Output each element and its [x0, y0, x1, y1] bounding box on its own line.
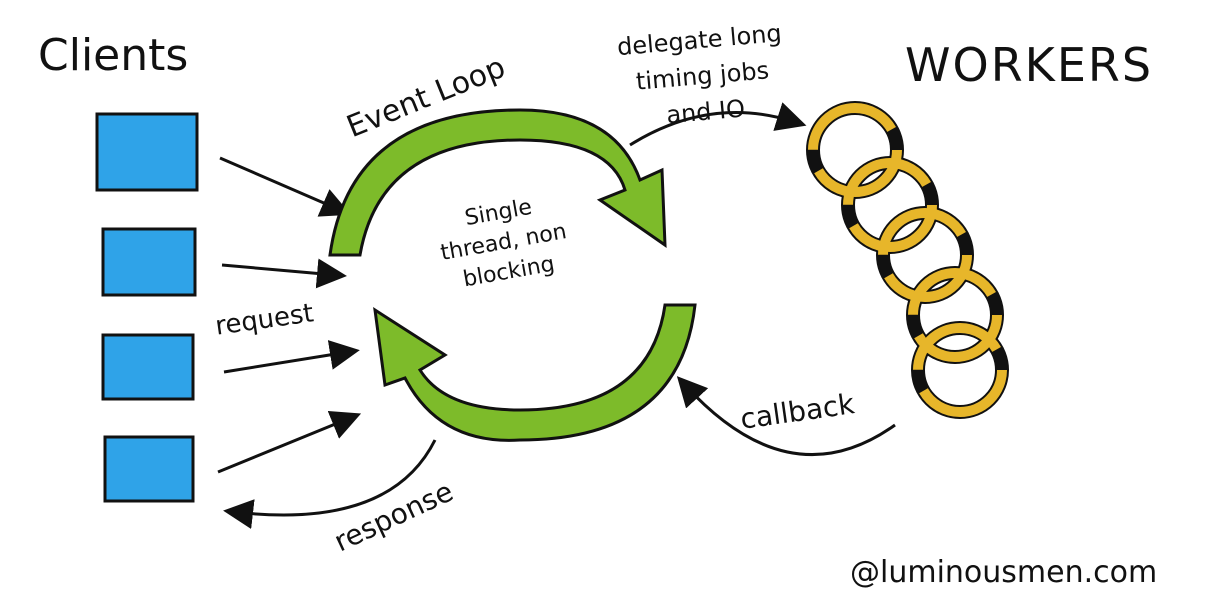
delegate-arrow: [629, 102, 807, 147]
delegate-label: delegate long timing jobs and IO: [616, 15, 790, 137]
arrow: [217, 410, 362, 474]
client-boxes: [95, 112, 199, 503]
worker-cycles: [806, 101, 1009, 419]
arrow: [221, 258, 347, 289]
callback-arrow: [676, 376, 896, 457]
client-box: [95, 112, 199, 192]
worker-cycles-fill: [808, 103, 1007, 417]
request-arrows: [217, 102, 896, 529]
watermark: @luminousmen.com: [850, 555, 1158, 590]
arrow: [219, 156, 352, 217]
workers-title: WORKERS: [905, 38, 1154, 92]
client-box: [101, 333, 195, 401]
response-arrow: [223, 439, 437, 529]
loop-arrow-top: [328, 108, 667, 257]
event-loop-cycle: [328, 108, 697, 442]
client-box: [103, 435, 195, 503]
clients-title: Clients: [38, 30, 189, 81]
loop-arrow-bottom: [373, 303, 697, 442]
arrow: [223, 340, 360, 374]
client-box: [101, 227, 197, 297]
